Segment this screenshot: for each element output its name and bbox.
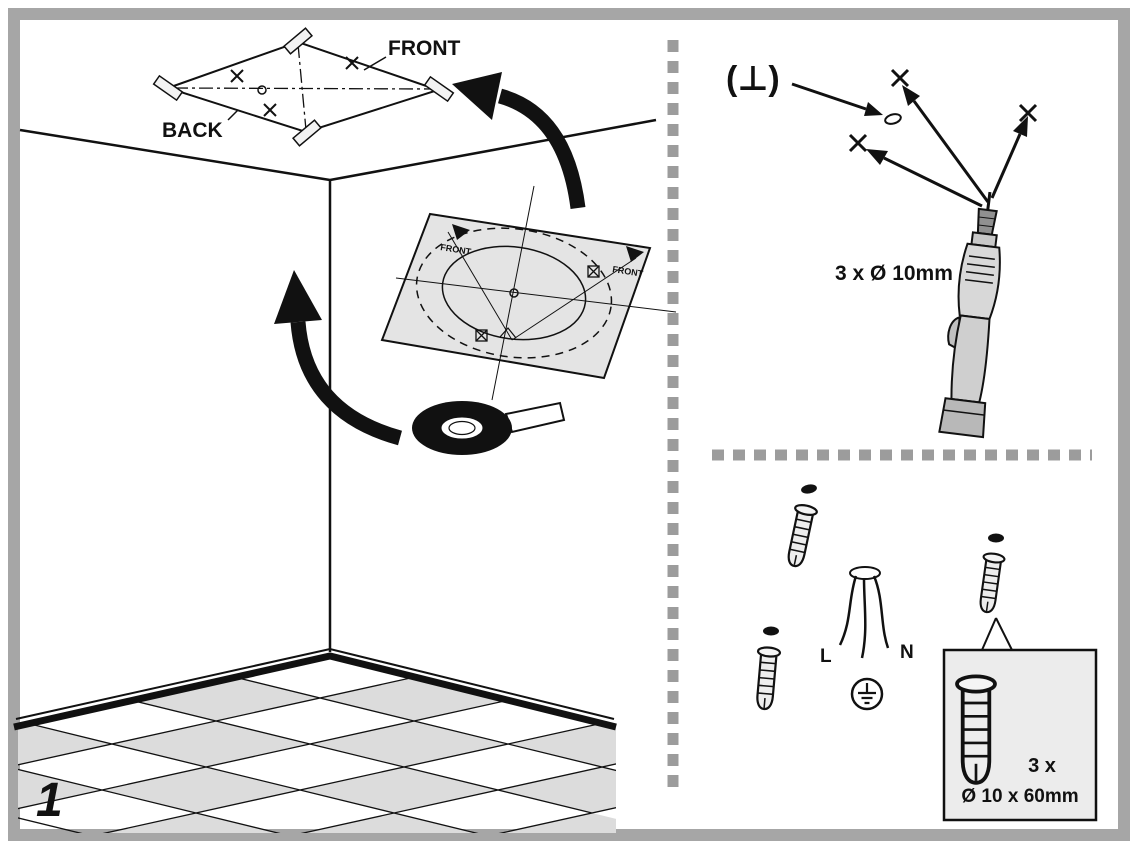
bit-symbol-arrowhead [864,102,883,116]
mains-wires: L N [820,566,914,711]
drilling-panel: (⊥) 3 x Ø 10mm [726,60,1038,439]
sheet-front-arrow-left [452,224,470,240]
tape-roll [412,401,566,455]
anchor-dot [801,484,817,494]
ceiling-template: FRONT BACK [152,27,460,147]
wall-plug [974,551,1007,615]
tape-strips [152,27,455,147]
anchors-wiring-panel: L N 3 x Ø 10 x 60mm [751,484,1098,822]
template-hole-marks [475,265,600,342]
anchor-dot [988,533,1004,543]
drill-diameter-spec: 3 x Ø 10mm [835,262,953,285]
ceiling-back-label: BACK [162,119,223,142]
paper-template-sheet: FRONT FRONT [380,185,677,401]
drill-mark-x [230,56,359,117]
wire-neutral-label: N [900,642,914,663]
sheet-front-label-left: FRONT [440,242,473,257]
drill-bit-symbol: (⊥) [726,60,780,98]
sheet-front-label-right: FRONT [612,264,645,279]
inset-callout-lines [981,617,1013,651]
earth-ground-icon [850,677,884,711]
wall-corner-lines [19,118,657,652]
anchor-size: Ø 10 x 60mm [961,786,1078,807]
drill-mark-x [848,68,1038,153]
wall-plug-large [955,674,997,785]
arrow-tape-to-template [274,270,403,446]
anchor-dot [763,626,779,636]
anchor-inset-box: 3 x Ø 10 x 60mm [942,648,1098,822]
arrow-template-to-ceiling [452,72,586,209]
drill [938,191,1001,439]
sheet-front-arrow-right [626,246,644,262]
baseboard-top-line [15,647,615,720]
wall-plug [751,645,782,712]
floor-gray-tiles [18,675,616,833]
drilled-hole [884,113,902,125]
tiled-floor [18,658,616,833]
ceiling-front-label: FRONT [388,37,460,60]
bit-symbol-arrow [791,82,867,111]
anchor-quantity: 3 x [1028,755,1056,777]
wall-plug [782,502,819,570]
frame-border [8,8,1130,841]
room-scene: FRONT BACK FRONT FRONT [13,27,677,833]
baseboard [13,652,617,731]
step-number: 1 [36,774,63,827]
wire-live-label: L [820,646,832,667]
drill-direction-arrows [866,85,1028,208]
